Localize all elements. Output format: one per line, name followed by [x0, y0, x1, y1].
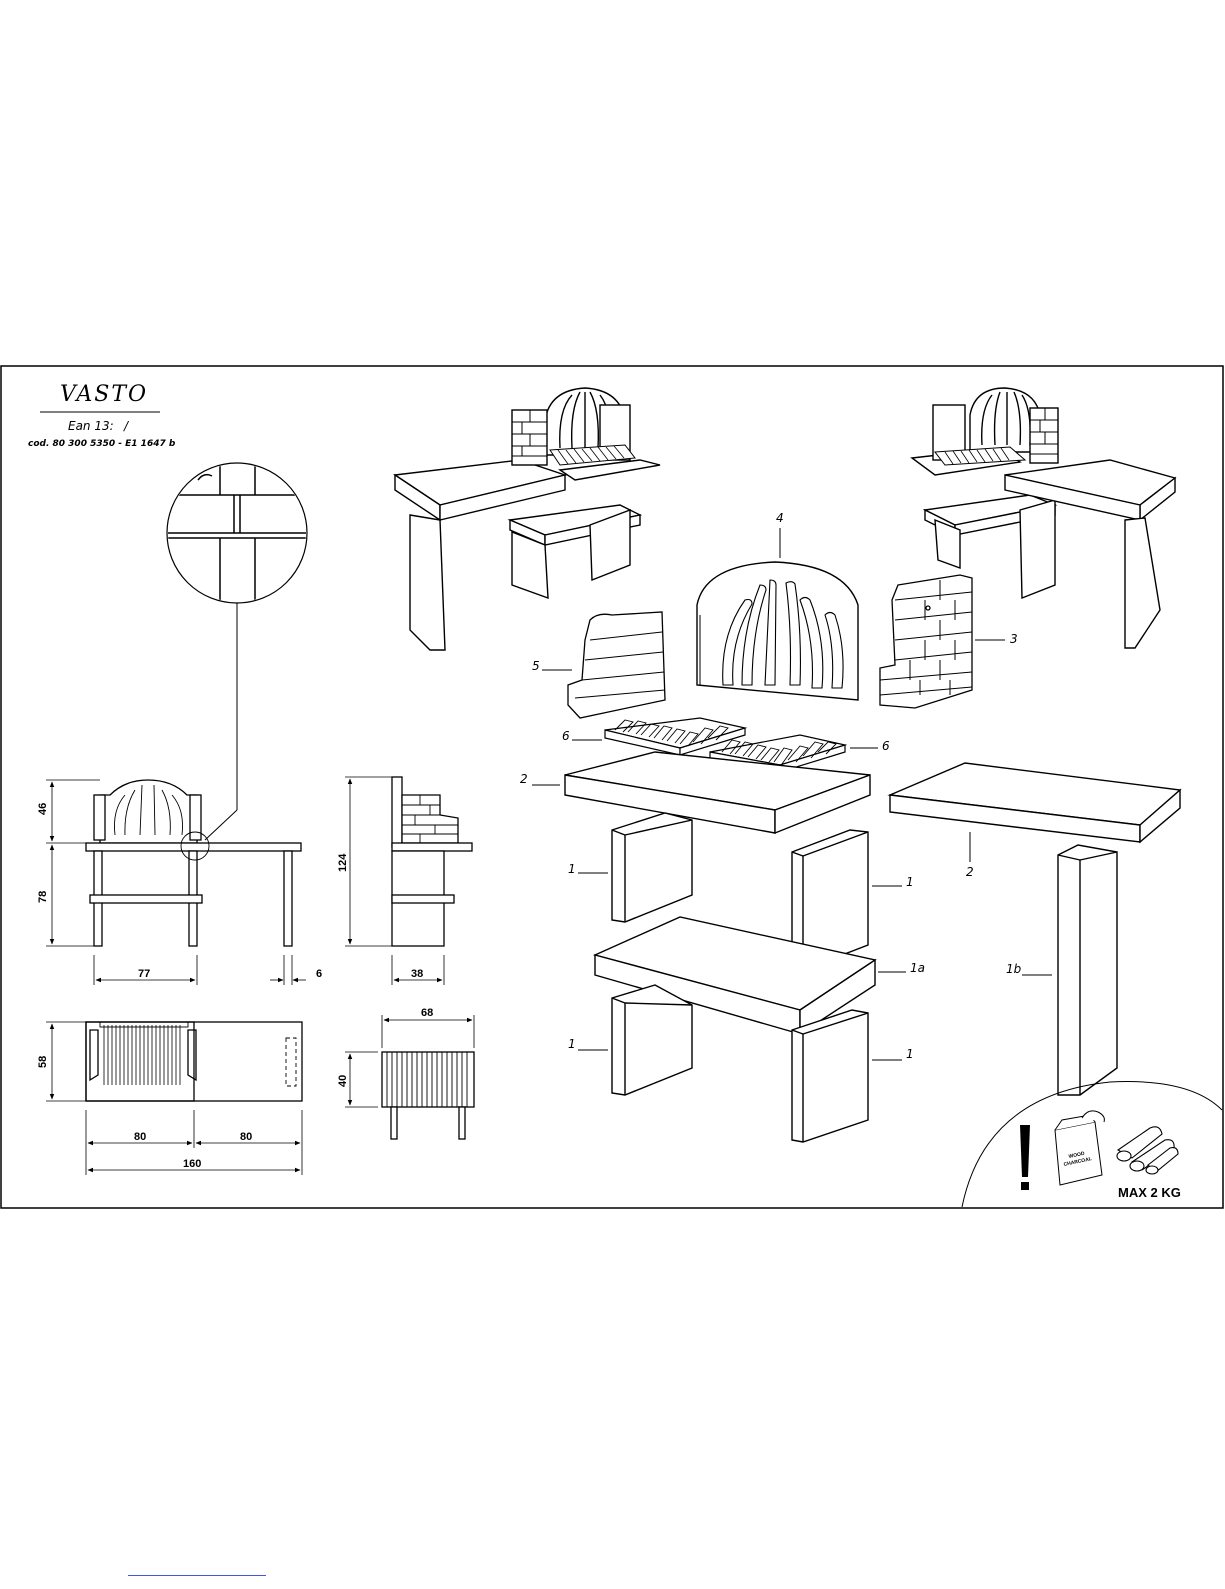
- callout-6-left: 6: [562, 729, 570, 743]
- dim-side-depth: 38: [411, 968, 423, 980]
- callout-2-center: 2: [520, 772, 528, 786]
- callout-1a: 1a: [910, 961, 925, 975]
- callout-6-right: 6: [882, 739, 890, 753]
- side-elevation: [392, 777, 472, 946]
- dim-front-h-top: 46: [37, 803, 49, 815]
- part-1b-tall-leg: [1058, 845, 1117, 1095]
- dim-leg: 6: [316, 968, 322, 980]
- dim-plan-depth: 58: [37, 1056, 49, 1068]
- title-block: VASTO Ean 13: / cod. 80 300 5350 - E1 16…: [28, 382, 176, 449]
- callout-1-lower-left: 1: [568, 1037, 576, 1051]
- dim-plan-total: 160: [183, 1158, 201, 1170]
- part-1-support-lower-left: [612, 985, 692, 1095]
- part-1-support-lower-right: [792, 1010, 868, 1142]
- dim-front-width: 77: [138, 968, 150, 980]
- part-5-side-wall: [568, 612, 665, 718]
- max-load-label: MAX 2 KG: [1118, 1185, 1181, 1200]
- dim-grill-height: 40: [337, 1075, 349, 1087]
- part-4-back-arch: [697, 562, 858, 700]
- part-1-support-upper-left: [612, 813, 692, 922]
- product-title: VASTO: [60, 382, 148, 407]
- product-code: cod. 80 300 5350 - E1 1647 b: [28, 439, 176, 449]
- dim-side-height: 124: [337, 853, 349, 872]
- footer-link-underline: [128, 1575, 266, 1576]
- callout-4: 4: [776, 511, 784, 525]
- callout-1-upper-left: 1: [568, 862, 576, 876]
- callout-1-lower-right: 1: [906, 1047, 914, 1061]
- dim-plan-width-left: 80: [134, 1131, 146, 1143]
- dim-plan-width-right: 80: [240, 1131, 252, 1143]
- callout-3: 3: [1010, 632, 1018, 646]
- fuel-warning: WOOD CHARCOAL MAX 2 KG: [962, 1082, 1222, 1207]
- part-2-slab-center: [565, 752, 870, 833]
- exclamation-icon: [1020, 1125, 1030, 1190]
- callout-1b: 1b: [1006, 962, 1022, 976]
- dim-front-h-bottom: 78: [37, 891, 49, 903]
- ean-label: Ean 13:: [68, 419, 114, 433]
- joint-detail-magnifier: [160, 460, 310, 840]
- part-3-side-wall: [880, 575, 972, 708]
- callout-1-upper-right: 1: [906, 875, 914, 889]
- firewood-icon: [1117, 1127, 1178, 1174]
- grill-detail: [382, 1052, 474, 1139]
- charcoal-bag-icon: WOOD CHARCOAL: [1055, 1111, 1104, 1185]
- ean-value: /: [123, 419, 130, 433]
- callout-2-right: 2: [966, 865, 974, 879]
- callout-5: 5: [532, 659, 540, 673]
- plan-view: [86, 1022, 302, 1101]
- front-elevation: [86, 780, 301, 946]
- part-2-slab-right: [890, 763, 1180, 842]
- dim-grill-width: 68: [421, 1007, 433, 1019]
- assembled-view-left: [395, 388, 660, 650]
